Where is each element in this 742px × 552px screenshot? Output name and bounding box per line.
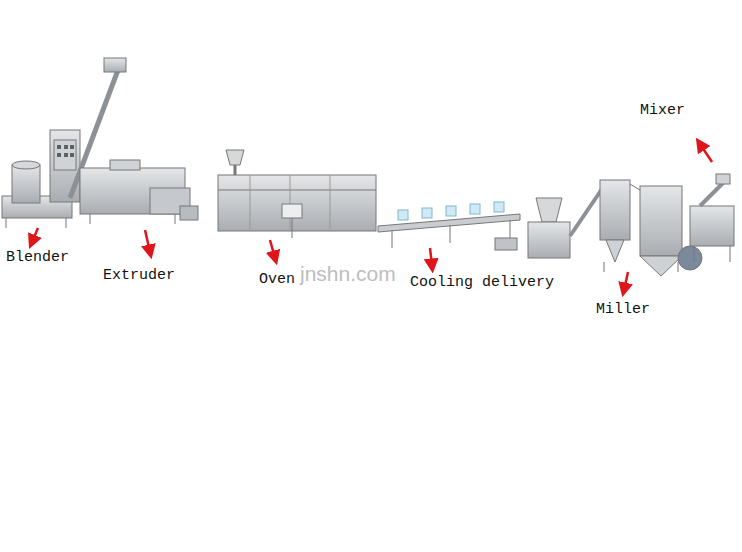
extruder-machine	[50, 58, 198, 224]
part-label: Extruder	[103, 268, 175, 285]
part-label: Mixer	[640, 103, 685, 120]
grinder-machine	[528, 186, 604, 258]
part-label: Cooling delivery	[410, 275, 554, 292]
oven-machine	[218, 150, 376, 238]
part-label: Blender	[6, 250, 69, 267]
watermark: jnshn.com	[300, 262, 396, 285]
part-label: Miller	[596, 302, 650, 319]
miller-machine	[600, 180, 702, 276]
part-label: Oven	[259, 272, 295, 289]
cooling-conveyor	[378, 202, 520, 250]
pointer-arrows	[32, 144, 712, 290]
mixer-machine	[690, 174, 734, 262]
